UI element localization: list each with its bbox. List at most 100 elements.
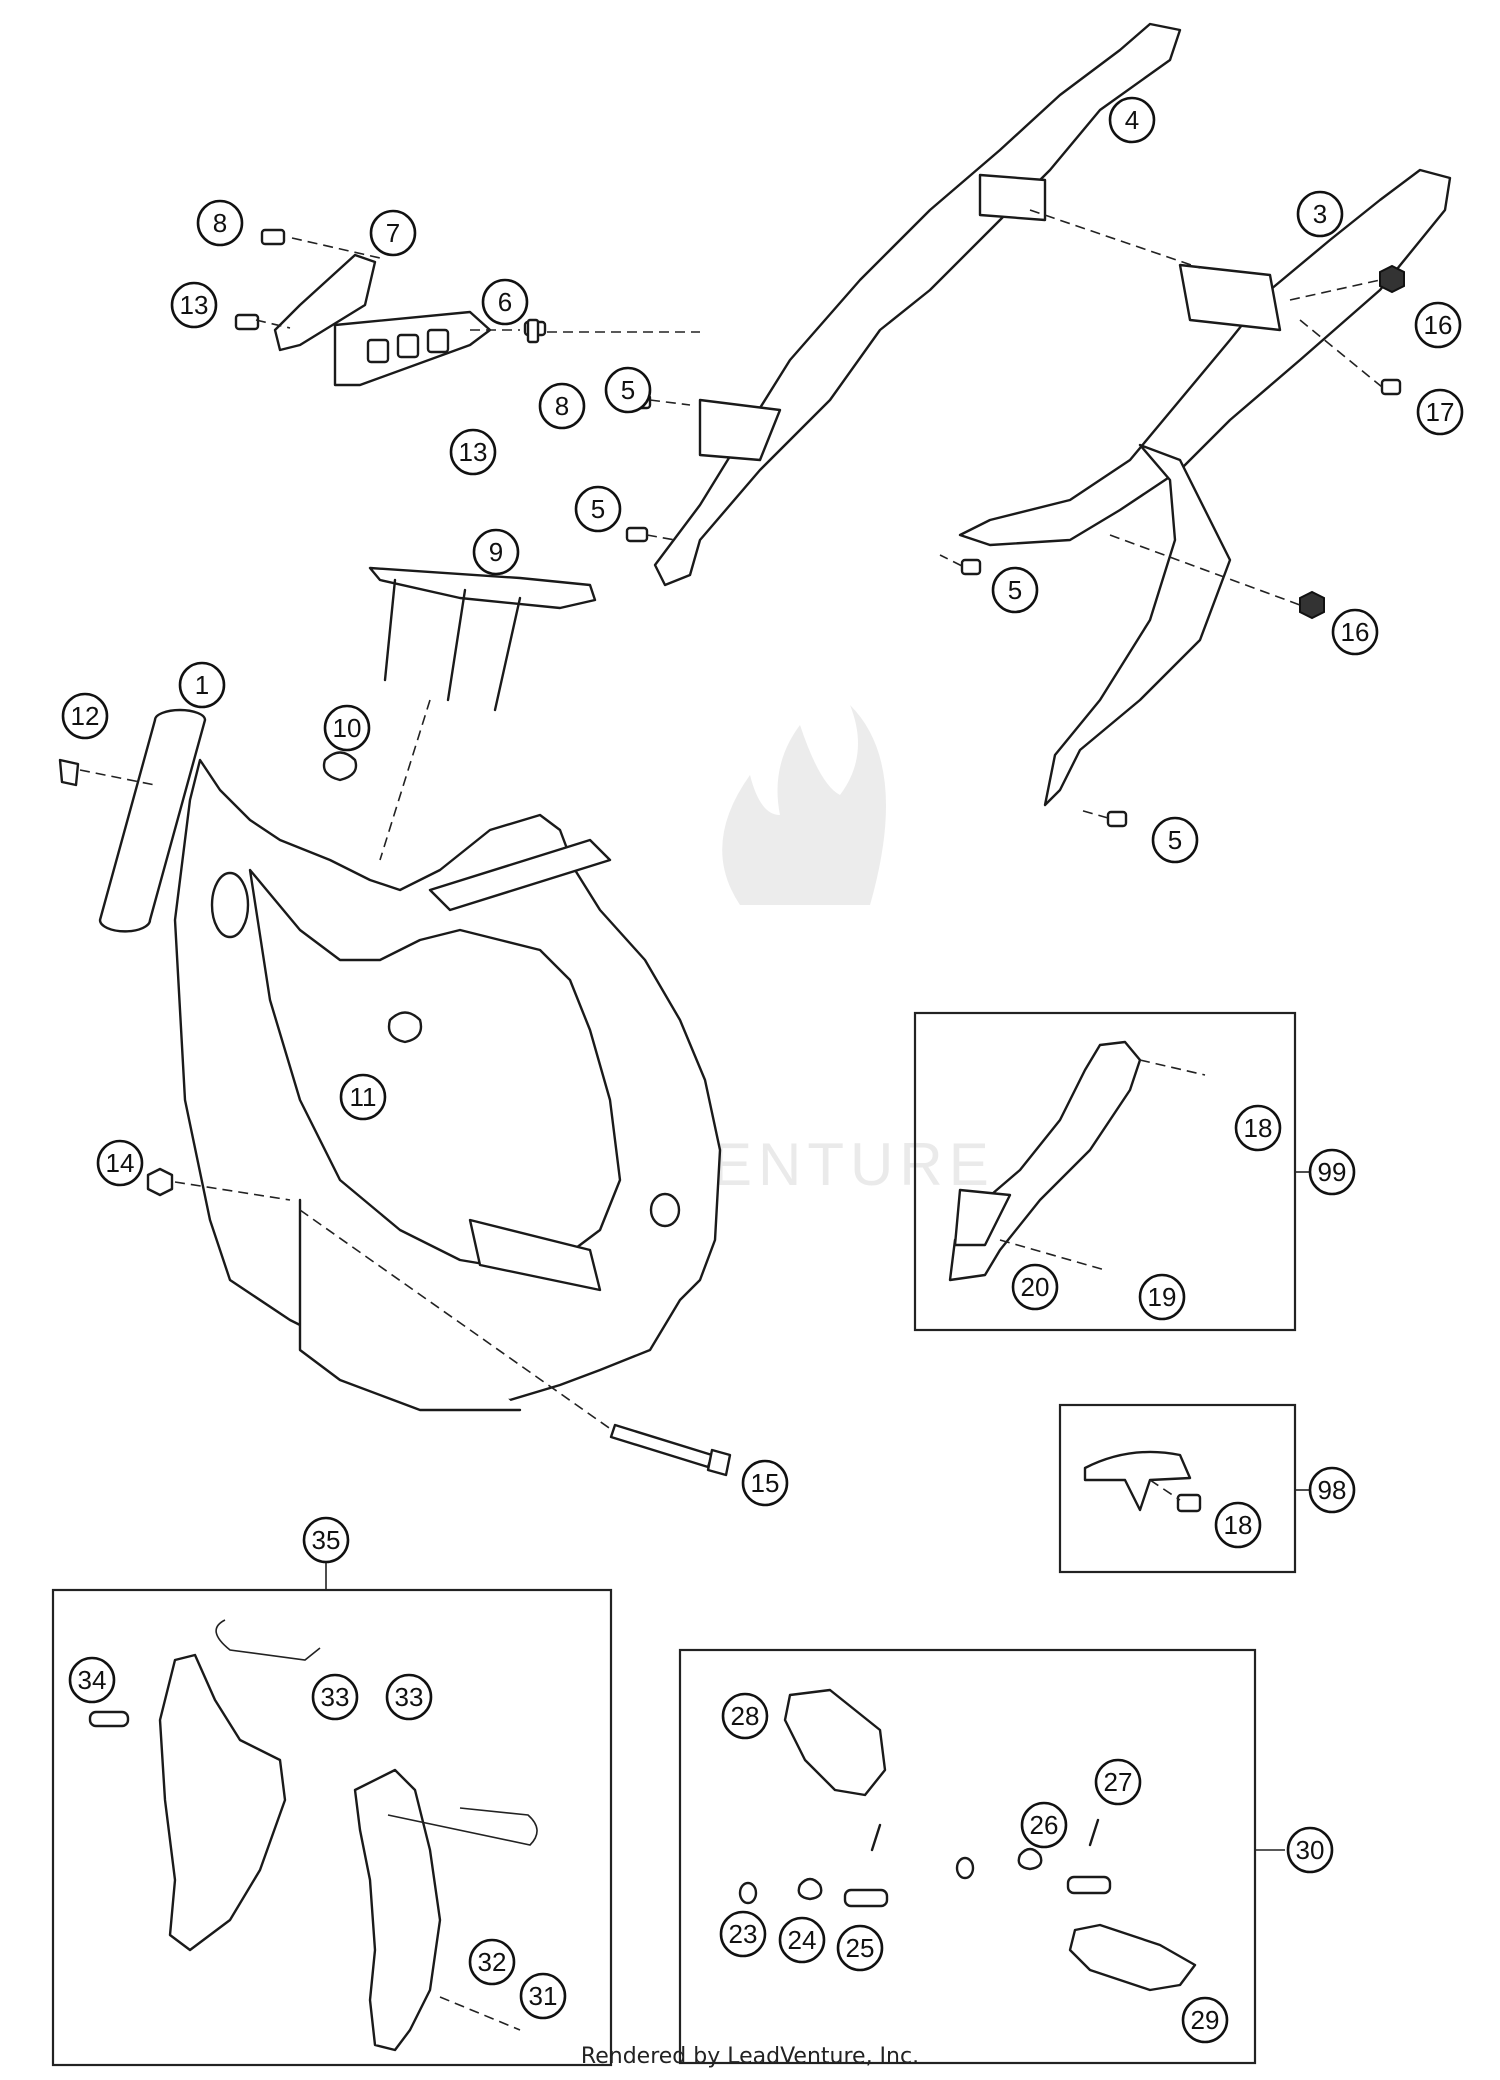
svg-text:8: 8 <box>555 391 569 421</box>
callout-5-b[interactable]: 5 <box>574 485 622 533</box>
callout-99[interactable]: 99 <box>1308 1148 1356 1196</box>
callout-9[interactable]: 9 <box>472 528 520 576</box>
svg-text:16: 16 <box>1424 310 1453 340</box>
svg-text:8: 8 <box>213 208 227 238</box>
svg-text:6: 6 <box>498 287 512 317</box>
callout-8-b[interactable]: 8 <box>538 382 586 430</box>
svg-text:26: 26 <box>1030 1810 1059 1840</box>
callout-35[interactable]: 35 <box>302 1516 350 1564</box>
callout-30[interactable]: 30 <box>1286 1826 1334 1874</box>
callout-7[interactable]: 7 <box>369 209 417 257</box>
svg-text:3: 3 <box>1313 199 1327 229</box>
callout-5-c[interactable]: 5 <box>991 566 1039 614</box>
callout-1[interactable]: 1 <box>178 661 226 709</box>
callout-18-b[interactable]: 18 <box>1214 1501 1262 1549</box>
svg-text:24: 24 <box>788 1925 817 1955</box>
part-subframe-rail-right <box>958 168 1452 807</box>
svg-text:99: 99 <box>1318 1157 1347 1187</box>
callout-34[interactable]: 34 <box>68 1656 116 1704</box>
callout-4[interactable]: 4 <box>1108 96 1156 144</box>
callout-26[interactable]: 26 <box>1020 1801 1068 1849</box>
callout-32[interactable]: 32 <box>468 1938 516 1986</box>
part-cable-ties <box>215 1619 538 1846</box>
svg-text:14: 14 <box>106 1148 135 1178</box>
svg-text:20: 20 <box>1021 1272 1050 1302</box>
svg-text:30: 30 <box>1296 1835 1325 1865</box>
callout-27[interactable]: 27 <box>1094 1758 1142 1806</box>
svg-text:10: 10 <box>333 713 362 743</box>
callout-23[interactable]: 23 <box>719 1910 767 1958</box>
callout-33-b[interactable]: 33 <box>385 1673 433 1721</box>
callout-98[interactable]: 98 <box>1308 1466 1356 1514</box>
svg-text:7: 7 <box>386 218 400 248</box>
part-chain-guide <box>948 1040 1142 1282</box>
part-bracket-6 <box>333 310 492 387</box>
callout-13-a[interactable]: 13 <box>170 281 218 329</box>
box-assembly-30 <box>678 1648 1257 2065</box>
callout-16-a[interactable]: 16 <box>1414 301 1462 349</box>
svg-text:13: 13 <box>180 290 209 320</box>
svg-text:25: 25 <box>846 1933 875 1963</box>
svg-text:18: 18 <box>1244 1113 1273 1143</box>
svg-text:33: 33 <box>321 1682 350 1712</box>
leader-lines <box>325 1171 1310 1851</box>
callout-29[interactable]: 29 <box>1181 1996 1229 2044</box>
callout-14[interactable]: 14 <box>96 1139 144 1187</box>
callout-12[interactable]: 12 <box>61 692 109 740</box>
callout-19[interactable]: 19 <box>1138 1273 1186 1321</box>
callout-10[interactable]: 10 <box>323 704 371 752</box>
box-assembly-35 <box>51 1588 613 2067</box>
svg-text:5: 5 <box>621 375 635 405</box>
svg-text:13: 13 <box>459 437 488 467</box>
part-frame-guard-left <box>88 1653 287 1952</box>
callout-11[interactable]: 11 <box>339 1073 387 1121</box>
svg-text:35: 35 <box>312 1525 341 1555</box>
callout-5-d[interactable]: 5 <box>1151 816 1199 864</box>
part-frame-guard-right <box>353 1768 442 2052</box>
svg-text:12: 12 <box>71 701 100 731</box>
svg-text:1: 1 <box>195 670 209 700</box>
callout-25[interactable]: 25 <box>836 1924 884 1972</box>
callout-3[interactable]: 3 <box>1296 190 1344 238</box>
callout-33-a[interactable]: 33 <box>311 1673 359 1721</box>
svg-text:31: 31 <box>529 1981 558 2011</box>
svg-text:17: 17 <box>1426 397 1455 427</box>
svg-text:18: 18 <box>1224 1510 1253 1540</box>
svg-text:11: 11 <box>350 1082 377 1112</box>
callout-20[interactable]: 20 <box>1011 1263 1059 1311</box>
svg-text:16: 16 <box>1341 617 1370 647</box>
callout-28[interactable]: 28 <box>721 1692 769 1740</box>
svg-text:5: 5 <box>591 494 605 524</box>
assembly-lines <box>79 209 1383 2031</box>
svg-text:34: 34 <box>78 1665 107 1695</box>
callout-16-b[interactable]: 16 <box>1331 608 1379 656</box>
callout-24[interactable]: 24 <box>778 1916 826 1964</box>
part-footpeg-top <box>783 1688 887 1797</box>
callout-15[interactable]: 15 <box>741 1459 789 1507</box>
svg-text:27: 27 <box>1104 1767 1133 1797</box>
svg-text:23: 23 <box>729 1919 758 1949</box>
callout-6[interactable]: 6 <box>481 278 529 326</box>
callout-5-a[interactable]: 5 <box>604 366 652 414</box>
part-bracket-7 <box>273 253 377 352</box>
svg-text:4: 4 <box>1125 105 1139 135</box>
part-subframe-rail-left <box>653 22 1182 587</box>
part-footpeg-bottom <box>1068 1923 1197 1992</box>
svg-text:28: 28 <box>731 1701 760 1731</box>
callout-17[interactable]: 17 <box>1416 388 1464 436</box>
svg-text:32: 32 <box>478 1947 507 1977</box>
svg-text:5: 5 <box>1168 825 1182 855</box>
svg-text:9: 9 <box>489 537 503 567</box>
part-seat-bracket <box>368 566 597 712</box>
callout-31[interactable]: 31 <box>519 1972 567 2020</box>
callout-18-a[interactable]: 18 <box>1234 1104 1282 1152</box>
callout-13-b[interactable]: 13 <box>449 428 497 476</box>
callout-8-a[interactable]: 8 <box>196 199 244 247</box>
part-main-frame <box>98 708 722 1412</box>
box-assembly-98 <box>1058 1403 1297 1574</box>
part-chain-slider <box>1083 1450 1202 1513</box>
part-footpeg-hardware <box>738 1818 1112 1908</box>
svg-text:5: 5 <box>1008 575 1022 605</box>
svg-text:19: 19 <box>1148 1282 1177 1312</box>
